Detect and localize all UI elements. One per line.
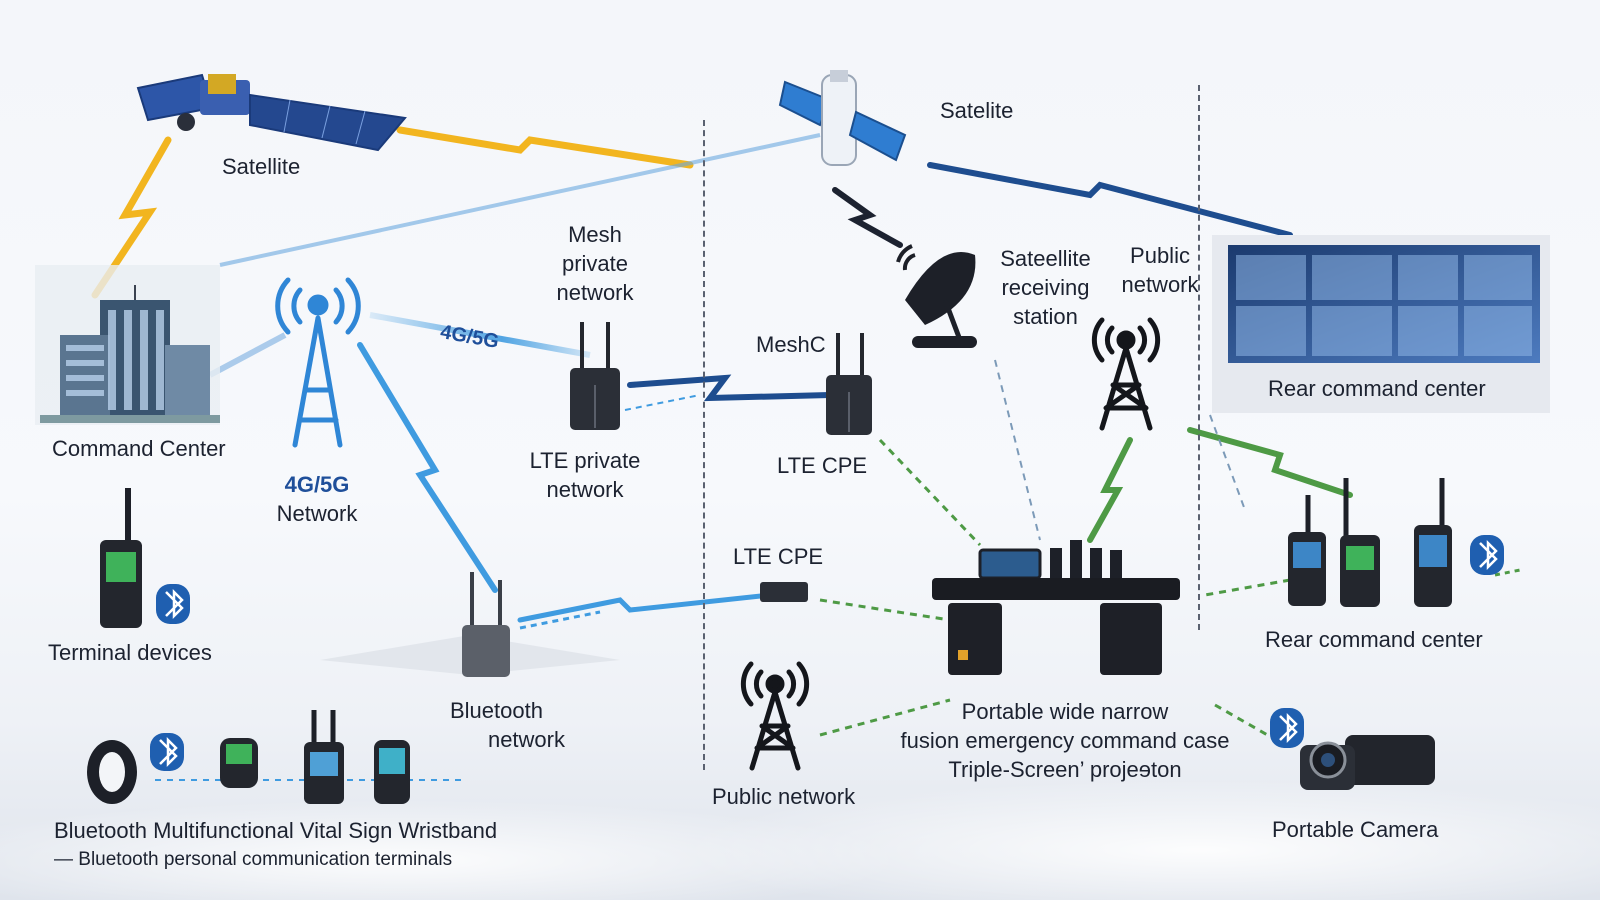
label-public-network-top: Public network — [1112, 241, 1208, 299]
label-line: Triple-Screen’ projeɘton — [948, 757, 1182, 782]
label-portable-command-case: Portable wide narrow fusion emergency co… — [870, 697, 1260, 784]
label-line: 4G/5G — [284, 472, 350, 497]
label-public-network-bottom: Public network — [712, 784, 856, 809]
label-line: network — [487, 727, 565, 752]
cell-tower-icon — [740, 661, 810, 771]
wristband-icon — [87, 740, 137, 804]
label-rear-command-center-bottom: Rear command center — [1265, 627, 1483, 652]
radio-icon — [374, 740, 410, 804]
links — [91, 126, 1521, 781]
label-line: Network — [276, 501, 358, 526]
tower-to-bluetooth-bolt — [357, 342, 498, 593]
satellite-top-icon — [778, 70, 907, 166]
camera-icon — [1300, 735, 1435, 790]
satellite-link-yellow — [396, 126, 694, 169]
radio-icon — [220, 738, 258, 788]
label-rear-command-center-top: Rear command center — [1268, 376, 1486, 401]
mesh-link-dashed — [624, 394, 701, 411]
label-line: private — [561, 251, 629, 276]
mesh-link — [627, 374, 833, 402]
command-to-tower — [208, 332, 287, 378]
label-line: LTE private — [529, 448, 641, 473]
label-mesh-private-network: Mesh private network — [540, 220, 650, 307]
satellite-left-icon — [136, 73, 407, 152]
public-tower-to-rear-bolt — [1187, 427, 1353, 498]
label-lte-private-network: LTE private network — [520, 446, 650, 504]
label-satellite-receiving-station: Sateellite receiving station — [993, 244, 1098, 331]
building-icon — [35, 265, 220, 425]
label-line: network — [1121, 272, 1199, 297]
radio-icon — [1340, 478, 1380, 607]
router-icon — [760, 582, 808, 602]
public-tower-to-case-bolt — [1087, 437, 1133, 543]
cpe-to-case-dashed — [819, 598, 951, 622]
command-case-icon — [932, 540, 1180, 675]
label-mesh-c: MeshC — [756, 332, 826, 357]
radio-icon — [100, 488, 142, 628]
beam-command-to-satellite — [219, 133, 821, 267]
label-lte-cpe-upper: LTE CPE — [777, 453, 868, 478]
tower-to-mesh-link — [369, 312, 591, 358]
label-bluetooth-network: Bluetooth network — [450, 696, 575, 754]
label-terminal-devices: Terminal devices — [48, 640, 212, 665]
label-satellite-top: Satelite — [940, 98, 1014, 123]
dish-to-case-dashed — [994, 359, 1041, 541]
mesh-cpe-to-case-dashed — [878, 438, 982, 547]
satellite-to-dish-bolt — [832, 187, 903, 248]
bluetooth-icon — [156, 584, 190, 624]
zone-divider — [703, 120, 705, 770]
label-lte-cpe-lower: LTE CPE — [733, 544, 824, 569]
monitor-wall-icon — [1212, 235, 1550, 413]
label-line: Public — [1130, 243, 1190, 268]
label-wristband: Bluetooth Multifunctional Vital Sign Wri… — [54, 818, 498, 843]
radio-icon — [1414, 478, 1452, 607]
router-icon — [320, 572, 620, 677]
zone-divider — [1198, 85, 1200, 630]
label-line: fusion emergency command case — [900, 728, 1230, 753]
cell-tower-icon — [1091, 317, 1161, 431]
label-line: receiving — [1001, 275, 1090, 300]
tower-to-public-dashed — [1209, 414, 1246, 511]
router-icon — [826, 333, 872, 435]
label-4g5g-network: 4G/5G Network — [262, 470, 372, 528]
rear-radios-bt-dashed — [1494, 568, 1521, 577]
public-bottom-to-case-dashed — [819, 698, 951, 737]
label-line: Mesh — [568, 222, 622, 247]
label-personal-terminals: — Bluetooth personal communication termi… — [54, 849, 453, 870]
bluetooth-icon — [1470, 535, 1504, 575]
label-satellite-left: Satellite — [222, 154, 301, 179]
label-line: station — [1013, 304, 1078, 329]
satellite-dish-icon — [896, 244, 977, 348]
rear-radios-to-case-dashed — [1204, 578, 1291, 597]
label-line: network — [556, 280, 634, 305]
satellite-downlink-yellow — [91, 136, 172, 299]
label-command-center: Command Center — [52, 436, 226, 461]
bluetooth-icon — [150, 733, 184, 771]
label-portable-camera: Portable Camera — [1272, 817, 1439, 842]
label-line: network — [546, 477, 624, 502]
radio-icon — [1288, 495, 1326, 606]
label-line: Portable wide narrow — [961, 699, 1169, 724]
bluetooth-to-cpe-dashed — [519, 610, 601, 630]
cell-tower-icon — [275, 277, 361, 448]
bluetooth-icon — [1270, 708, 1304, 748]
router-icon — [570, 322, 620, 430]
satellite-link-rear — [927, 162, 1293, 238]
label-line: Sateellite — [1000, 246, 1091, 271]
bluetooth-to-cpe-link — [517, 592, 773, 623]
radio-icon — [304, 710, 344, 804]
label-line: Bluetooth — [450, 698, 543, 723]
